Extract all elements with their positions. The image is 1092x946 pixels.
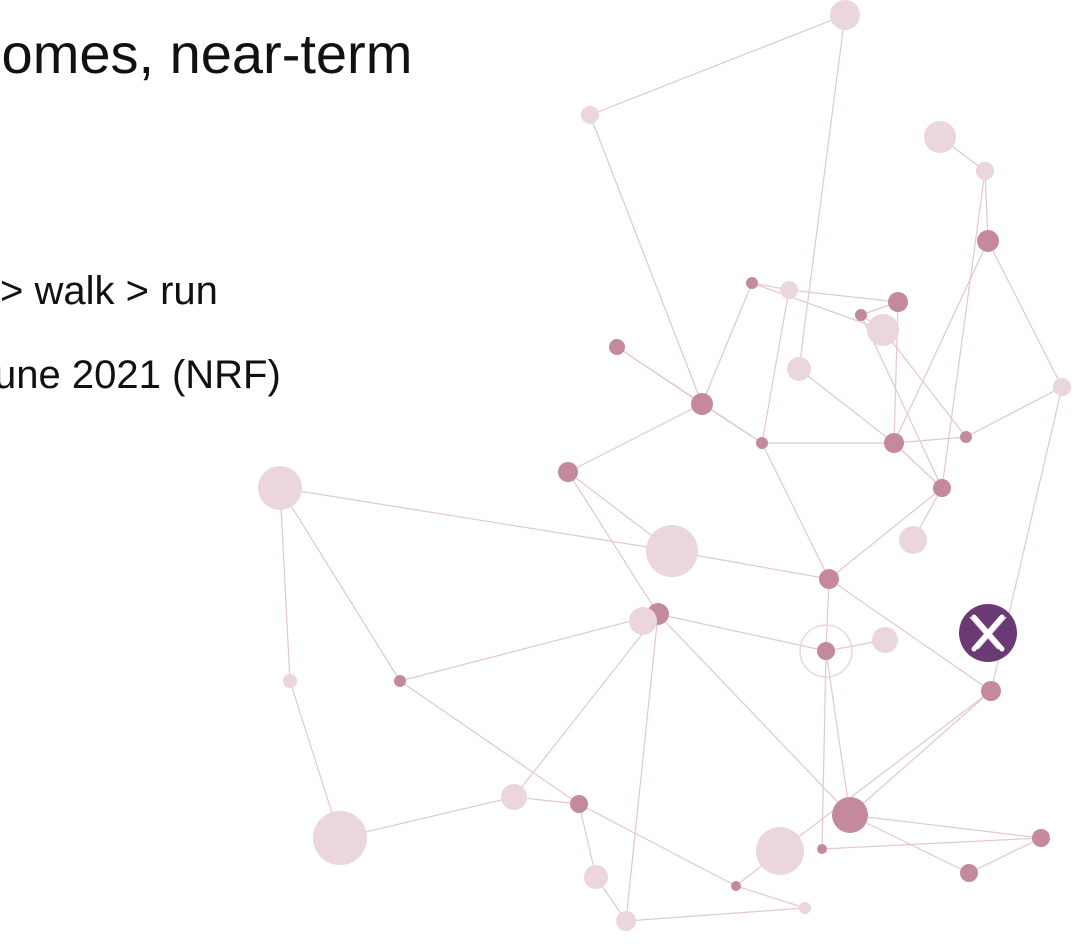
- network-node: [888, 292, 908, 312]
- network-node: [584, 865, 608, 889]
- network-edge: [984, 170, 989, 242]
- x-logo-icon: [959, 604, 1017, 662]
- network-edge: [578, 803, 597, 878]
- network-edge: [616, 346, 763, 444]
- network-node: [756, 437, 768, 449]
- network-edge: [589, 14, 846, 116]
- network-edge: [578, 803, 737, 887]
- network-node: [924, 121, 956, 153]
- network-edge: [701, 282, 753, 405]
- slide-title: tcomes, near-term: [0, 22, 413, 85]
- network-node: [313, 811, 367, 865]
- network-edge: [882, 329, 967, 438]
- network-edge: [567, 471, 659, 615]
- network-edge: [825, 578, 830, 652]
- network-edge: [761, 442, 830, 580]
- network-edge: [798, 14, 846, 370]
- network-node: [501, 784, 527, 810]
- network-edge: [513, 613, 659, 798]
- network-edge: [279, 487, 291, 682]
- network-edge: [671, 550, 830, 580]
- network-edge: [893, 240, 989, 444]
- network-node: [394, 675, 406, 687]
- network-edges: [279, 14, 1063, 922]
- network-node: [629, 607, 657, 635]
- network-edge: [893, 442, 943, 489]
- network-nodes: [258, 0, 1071, 931]
- network-edge: [589, 114, 703, 405]
- network-node: [884, 433, 904, 453]
- network-node: [609, 339, 625, 355]
- network-node: [799, 902, 811, 914]
- network-edge: [779, 690, 992, 852]
- network-node: [1032, 829, 1050, 847]
- network-node-ring: [618, 913, 634, 929]
- network-node: [817, 642, 835, 660]
- network-node: [976, 162, 994, 180]
- network-edge: [751, 282, 884, 331]
- network-node: [899, 526, 927, 554]
- network-edge: [893, 436, 967, 444]
- network-edge: [339, 796, 515, 839]
- network-node: [832, 797, 868, 833]
- network-node: [258, 466, 302, 510]
- network-edge: [399, 680, 580, 805]
- network-node: [855, 309, 867, 321]
- network-edge: [987, 240, 1063, 388]
- network-edge: [788, 289, 899, 303]
- network-node: [872, 627, 898, 653]
- network-edge: [625, 907, 806, 922]
- network-node: [780, 281, 798, 299]
- network-edge: [289, 680, 341, 839]
- network-edge: [828, 487, 943, 580]
- network-node-ring: [799, 624, 853, 678]
- network-edge: [567, 403, 703, 473]
- network-edge: [625, 613, 659, 922]
- network-edge: [941, 170, 986, 489]
- network-edge: [965, 386, 1063, 438]
- network-node: [977, 230, 999, 252]
- network-edge: [849, 814, 970, 874]
- network-node: [960, 431, 972, 443]
- network-node: [981, 681, 1001, 701]
- bullet-item: > walk > run: [0, 269, 218, 313]
- network-node: [646, 525, 698, 577]
- network-edge: [657, 613, 827, 652]
- network-node: [581, 106, 599, 124]
- network-edge: [849, 814, 1042, 839]
- network-node: [283, 674, 297, 688]
- network-node: [746, 277, 758, 289]
- network-node: [960, 864, 978, 882]
- network-edge: [849, 690, 992, 816]
- network-node: [817, 844, 827, 854]
- network-edge: [860, 314, 943, 489]
- network-node: [756, 827, 804, 875]
- network-node: [819, 569, 839, 589]
- network-edge: [821, 837, 1042, 850]
- network-node: [1053, 378, 1071, 396]
- network-edge: [821, 650, 827, 850]
- network-edge: [279, 487, 673, 552]
- network-node: [731, 881, 741, 891]
- network-edge: [279, 487, 401, 682]
- network-edge: [399, 613, 659, 682]
- network-edge: [798, 368, 895, 444]
- network-edge: [968, 837, 1042, 874]
- network-node: [558, 462, 578, 482]
- network-node: [830, 0, 860, 30]
- network-edge: [657, 613, 851, 816]
- network-node: [570, 795, 588, 813]
- network-edge: [828, 578, 992, 692]
- network-edge: [761, 289, 790, 444]
- network-node: [933, 479, 951, 497]
- bullet-item: une 2021 (NRF): [0, 353, 281, 397]
- network-node: [787, 357, 811, 381]
- network-node: [691, 393, 713, 415]
- network-edge: [825, 650, 851, 816]
- network-edge: [735, 885, 806, 909]
- network-node: [867, 314, 899, 346]
